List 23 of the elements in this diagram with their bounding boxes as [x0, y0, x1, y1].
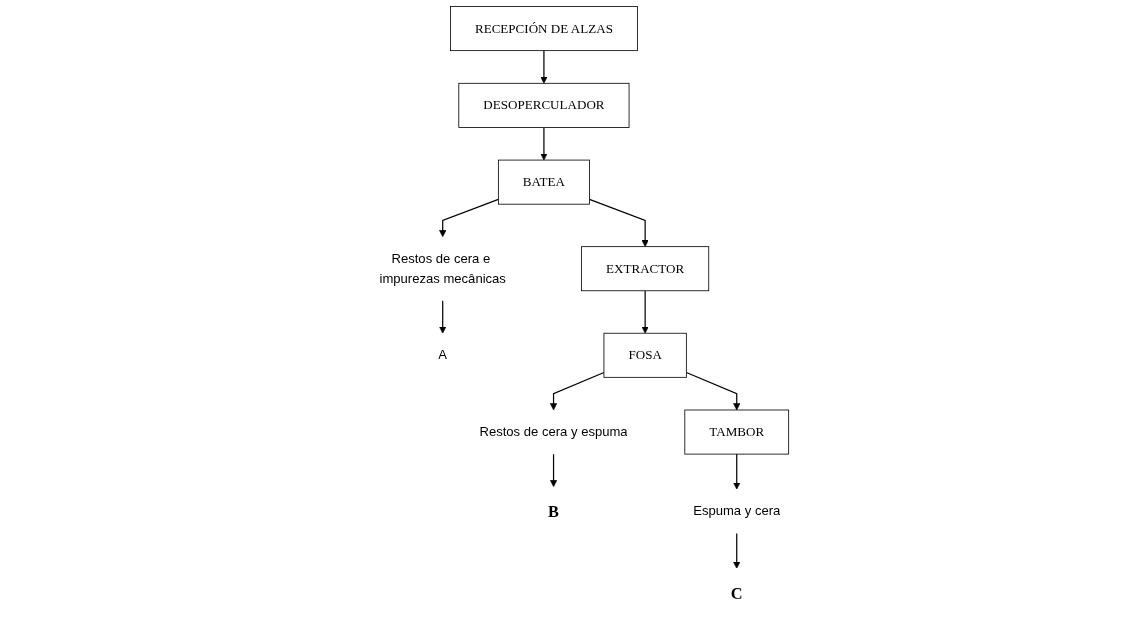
node-box: EXTRACTOR: [581, 246, 710, 292]
node-box: RECEPCIÓN DE ALZAS: [450, 6, 639, 52]
arrow: [550, 453, 558, 488]
node-box: FOSA: [603, 332, 688, 378]
node-text: Restos de cera y espuma: [479, 424, 628, 439]
node-box: BATEA: [498, 159, 591, 205]
node-text: B: [548, 502, 560, 521]
node-box: TAMBOR: [684, 409, 790, 455]
arrow: [439, 198, 500, 238]
node-box: DESOPERCULADOR: [458, 82, 630, 128]
arrow: [540, 50, 548, 84]
arrow: [439, 299, 447, 334]
arrow: [540, 126, 548, 161]
arrow: [550, 371, 605, 411]
arrow: [733, 453, 741, 490]
node-text: Espuma y cera: [693, 503, 781, 518]
node-text: A: [438, 347, 448, 362]
arrow: [641, 290, 650, 334]
node-text: Restos de cera e impurezas mecânicas: [379, 251, 507, 286]
node-text: C: [731, 583, 743, 602]
arrow: [686, 371, 741, 411]
arrow: [733, 532, 741, 569]
arrow: [589, 198, 650, 247]
